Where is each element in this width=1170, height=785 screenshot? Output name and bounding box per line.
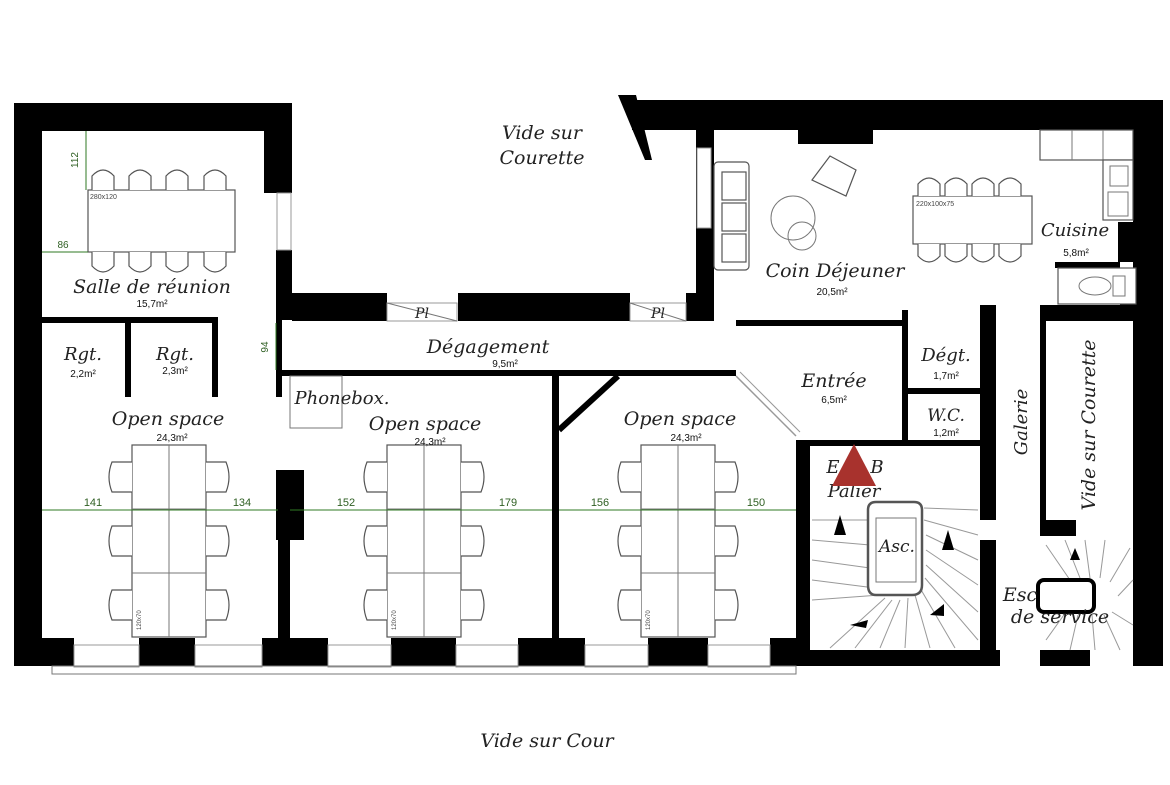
dining-table: 220x100x75 [912,177,1033,263]
kitchen-counter [1039,129,1134,221]
dimension-lines [42,131,796,511]
area-degagement: 9,5m² [492,359,518,370]
sofa [713,161,750,271]
area-coin-dejeuner: 20,5m² [816,287,848,298]
dim-152: 152 [337,497,355,509]
label-vide-sur-courette-right: Vide sur Courette [1078,339,1100,510]
phonebox-cabin [289,375,343,429]
label-open-space-1: Open space [112,408,224,430]
label-entree: Entrée [800,370,866,392]
toilet [1057,267,1137,305]
label-rgt-1: Rgt. [63,344,102,365]
label-degt: Dégt. [920,345,971,366]
courette-corner [618,95,652,160]
label-palier-prefix: E [825,457,839,478]
label-salle-reunion: Salle de réunion [73,276,231,298]
svg-text:120x70: 120x70 [392,610,398,630]
armchair [811,155,857,197]
area-rgt-1: 2,2m² [70,369,96,380]
meeting-chairs [91,169,227,273]
desks-open-space-3: 120x70 [617,444,739,638]
desks-open-space-2: 120x70 [363,444,485,638]
area-rgt-2: 2,3m² [162,366,188,377]
label-vide-sur-top: Vide sur [502,122,584,144]
label-rgt-2: Rgt. [155,344,194,365]
area-degt: 1,7m² [933,371,959,382]
placard-label-2: Pl [650,306,665,322]
label-asc: Asc. [877,537,915,557]
table-size-dejeuner: 220x100x75 [916,201,954,208]
partitions [556,371,801,437]
label-palier-suffix: B [869,457,883,478]
meeting-table: 280x120 [87,189,236,253]
label-esc-service-2: de service [1011,606,1109,628]
label-cuisine: Cuisine [1041,220,1109,241]
dim-150: 150 [747,497,765,509]
side-tables [770,195,817,251]
label-degagement: Dégagement [426,336,550,358]
main-staircase [811,500,979,649]
area-open-space-2: 24,3m² [414,437,446,448]
label-wc: W.C. [927,406,965,426]
label-galerie: Galerie [1011,389,1032,456]
placard-2: Pl [629,302,687,322]
desks-open-space-1: 120x70 [108,444,230,638]
label-palier: Palier [827,481,882,502]
area-cuisine: 5,8m² [1063,248,1089,259]
placard-label-1: Pl [414,306,429,322]
label-open-space-3: Open space [624,408,736,430]
red-triangle-marker-icon [832,444,876,486]
dim-179: 179 [499,497,517,509]
label-esc-service-1: Esc [1002,584,1038,606]
dim-134: 134 [233,497,251,509]
windows [51,147,797,675]
dim-141: 141 [84,497,102,509]
svg-text:120x70: 120x70 [646,610,652,630]
dim-112: 112 [70,152,81,168]
area-wc: 1,2m² [933,428,959,439]
table-size-reunion: 280x120 [90,194,117,201]
area-entree: 6,5m² [821,395,847,406]
label-phonebox: Phonebox. [293,388,389,409]
svg-text:120x70: 120x70 [137,610,143,630]
service-staircase [1036,539,1134,651]
dim-94: 94 [260,341,271,353]
placard-1: Pl [386,302,458,322]
label-open-space-2: Open space [369,413,481,435]
dim-156: 156 [591,497,609,509]
area-salle-reunion: 15,7m² [136,299,168,310]
area-open-space-3: 24,3m² [670,433,702,444]
label-coin-dejeuner: Coin Déjeuner [766,260,907,282]
area-open-space-1: 24,3m² [156,433,188,444]
label-courette-top: Courette [499,147,584,169]
label-vide-sur-cour: Vide sur Cour [480,730,615,752]
dim-86: 86 [57,240,69,251]
